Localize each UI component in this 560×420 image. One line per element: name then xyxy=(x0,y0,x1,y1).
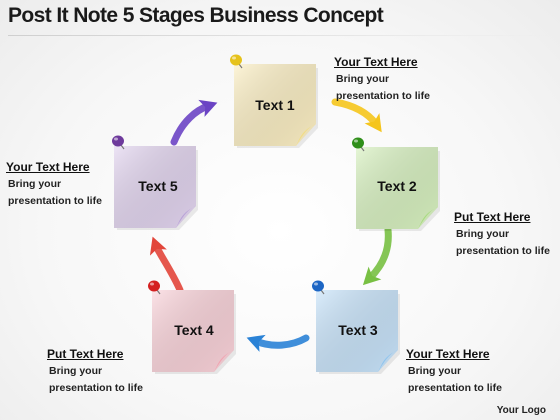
callout-5-line-2: presentation to life xyxy=(8,195,102,207)
callout-4-line-1: Bring your xyxy=(49,365,103,377)
arrow-1-to-2-icon xyxy=(331,98,382,133)
callout-note-1: Your Text Here Bring your presentation t… xyxy=(334,55,504,104)
note-2-label: Text 2 xyxy=(377,178,417,194)
push-pin-5-icon xyxy=(112,135,125,150)
callout-3-line-2: presentation to life xyxy=(408,382,502,394)
arrow-3-to-4-icon xyxy=(246,334,310,352)
note-3-label: Text 3 xyxy=(338,322,378,338)
arrow-5-to-1-icon xyxy=(170,99,218,146)
note-5-label: Text 5 xyxy=(138,178,178,194)
callout-4-line-2: presentation to life xyxy=(49,382,143,394)
callout-note-3: Your Text Here Bring your presentation t… xyxy=(406,347,560,396)
arrow-2-to-3-icon xyxy=(362,226,392,286)
post-it-note-1: Text 1 xyxy=(234,64,318,148)
logo-text: Your Logo xyxy=(496,405,546,416)
callout-note-4: Put Text Here Bring your presentation to… xyxy=(47,347,217,396)
arrow-4-to-5-icon xyxy=(149,236,184,294)
note-4-label: Text 4 xyxy=(174,322,214,338)
title-divider xyxy=(8,35,552,36)
callout-5-heading: Your Text Here xyxy=(6,160,90,174)
arrows-layer xyxy=(149,98,392,352)
callout-1-line-2: presentation to life xyxy=(336,90,430,102)
callout-1-heading: Your Text Here xyxy=(334,55,418,69)
push-pin-1-icon xyxy=(230,54,243,69)
callout-2-heading: Put Text Here xyxy=(454,210,531,224)
note-1-label: Text 1 xyxy=(255,97,295,113)
callout-4-heading: Put Text Here xyxy=(47,347,124,361)
post-it-note-4: Text 4 xyxy=(152,290,236,374)
post-it-note-5: Text 5 xyxy=(114,146,198,230)
page-title: Post It Note 5 Stages Business Concept xyxy=(8,4,384,27)
callout-5-line-1: Bring your xyxy=(8,178,62,190)
callout-3-line-1: Bring your xyxy=(408,365,462,377)
post-it-note-2: Text 2 xyxy=(356,147,440,231)
callout-3-heading: Your Text Here xyxy=(406,347,490,361)
callout-note-5: Your Text Here Bring your presentation t… xyxy=(6,160,176,209)
callout-note-2: Put Text Here Bring your presentation to… xyxy=(454,210,560,259)
callout-1-line-1: Bring your xyxy=(336,73,390,85)
push-pin-2-icon xyxy=(352,137,365,152)
callout-2-line-1: Bring your xyxy=(456,228,510,240)
post-it-note-3: Text 3 xyxy=(316,290,400,374)
callout-2-line-2: presentation to life xyxy=(456,245,550,257)
push-pin-4-icon xyxy=(148,280,161,295)
push-pin-3-icon xyxy=(312,280,325,295)
